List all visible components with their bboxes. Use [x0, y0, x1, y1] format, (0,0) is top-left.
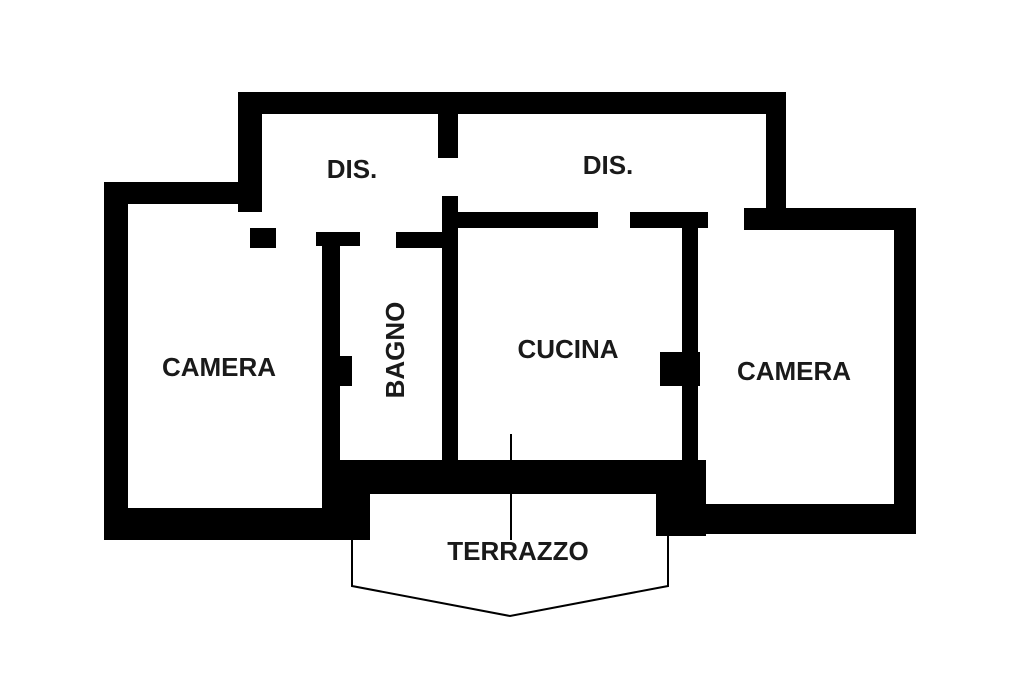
- wall-cucina-door-jamb: [660, 352, 700, 386]
- wall-right-bottom: [688, 504, 916, 534]
- wall-left-outer: [104, 182, 128, 540]
- label-dis-left: DIS.: [327, 154, 378, 184]
- label-camera-left: CAMERA: [162, 352, 276, 382]
- room-labels: DIS. DIS. CAMERA BAGNO CUCINA CAMERA TER…: [162, 150, 851, 566]
- interior-walls: [250, 110, 774, 540]
- label-terrazzo: TERRAZZO: [447, 536, 589, 566]
- wall-bagno-left-top: [316, 232, 360, 246]
- wall-cucina-right: [682, 212, 698, 480]
- wall-cucina-top: [442, 212, 598, 228]
- outer-walls: [104, 92, 916, 540]
- label-cucina: CUCINA: [517, 334, 618, 364]
- wall-right-outer: [894, 208, 916, 534]
- label-dis-right: DIS.: [583, 150, 634, 180]
- wall-bagno-door-jamb: [326, 356, 352, 386]
- wall-left-bedroom-top: [104, 182, 262, 204]
- wall-terrace-right-stub: [656, 460, 706, 536]
- terrace-outline: [351, 536, 669, 618]
- wall-top: [238, 92, 786, 114]
- wall-right-bedroom-top: [744, 208, 914, 230]
- wall-stub-right-corridor: [744, 208, 774, 230]
- wall-corridor-right: [766, 92, 786, 222]
- wall-stub-corridor-divider: [438, 110, 458, 158]
- wall-cucina-left: [442, 196, 458, 468]
- label-camera-right: CAMERA: [737, 356, 851, 386]
- wall-stub-left-corridor: [250, 228, 276, 248]
- wall-center-bottom: [322, 460, 706, 494]
- wall-left-bottom: [104, 508, 344, 540]
- label-bagno: BAGNO: [380, 302, 410, 399]
